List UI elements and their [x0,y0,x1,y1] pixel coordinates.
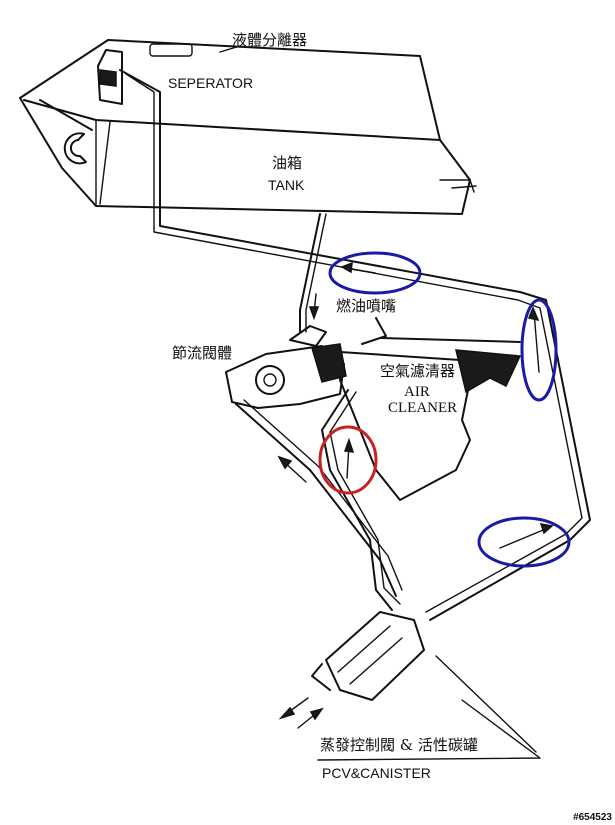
throttle-label-cn: 節流閥體 [172,344,232,362]
blue-highlight-right [520,298,558,402]
red-highlight [318,425,378,495]
fuel-supply-line [299,213,387,345]
separator-label-cn: 液體分離器 [232,31,307,49]
pcv-canister [311,611,425,701]
air-cleaner-label-en-2: CLEANER [388,400,457,416]
air-cleaner-label-cn: 空氣濾清器 [380,362,455,380]
throttle-body [225,325,347,409]
watermark-id: #654523 [573,812,612,823]
blue-highlight-top [328,251,422,295]
vent-line-outer [39,69,591,621]
air-cleaner [339,337,522,501]
air-cleaner-label-en-1: AIR [404,384,430,400]
injector-label-cn: 燃油噴嘴 [336,297,396,315]
highlight-marks [318,251,571,568]
tank-label-en: TANK [268,177,305,193]
pcv-label-en: PCV&CANISTER [322,765,431,781]
flow-arrows [277,261,554,729]
purge-lines [235,389,403,611]
separator-label-en: SEPERATOR [168,75,253,91]
fuel-tank [19,39,477,215]
blue-highlight-bottom [477,516,571,568]
tank-label-cn: 油箱 [272,154,302,172]
pcv-label-cn: 蒸發控制閥 & 活性碳罐 [320,736,478,754]
leader-lines [219,45,541,761]
